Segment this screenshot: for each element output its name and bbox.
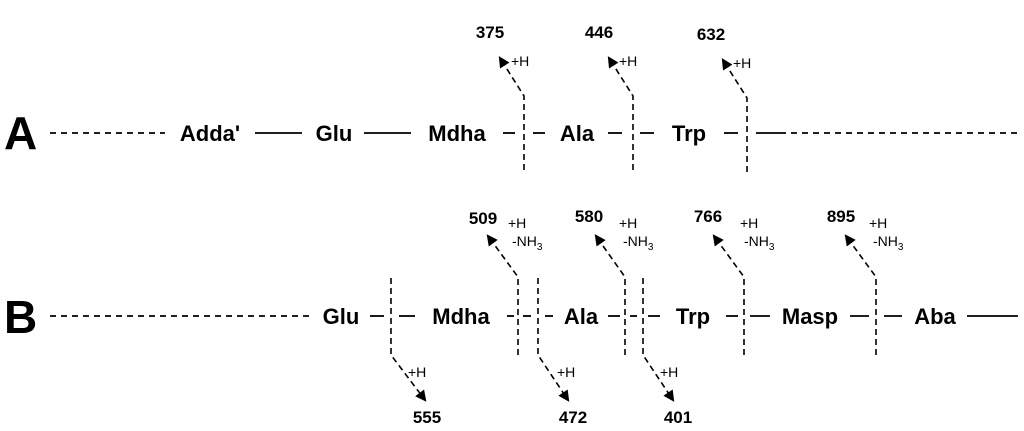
cleavage-marker: +H 401 xyxy=(642,278,692,427)
cleavage-marker: 895 +H -NH3 xyxy=(827,207,904,355)
fragment-mass: 766 xyxy=(694,207,722,226)
residue-aba: Aba xyxy=(914,304,956,329)
fragment-note: +H xyxy=(511,53,529,69)
fragment-mass: 895 xyxy=(827,207,855,226)
fragment-note: +H xyxy=(619,215,637,231)
fragment-mass: 401 xyxy=(664,408,692,427)
fragment-note: +H xyxy=(619,53,637,69)
fragment-note: +H xyxy=(557,364,575,380)
residue-glu: Glu xyxy=(316,121,353,146)
residue-glu: Glu xyxy=(323,304,360,329)
residue-mdha: Mdha xyxy=(432,304,490,329)
fragment-note: -NH3 xyxy=(744,233,775,253)
cleavage-marker: 446 +H xyxy=(585,23,637,170)
row-b: B Glu Mdha Ala Trp Masp Aba 509 +H -NH3 xyxy=(4,207,1018,427)
fragment-note: -NH3 xyxy=(873,233,904,253)
fragment-mass: 555 xyxy=(413,408,441,427)
cleavage-marker: 509 +H -NH3 xyxy=(469,209,543,355)
residue-ala: Ala xyxy=(560,121,595,146)
fragment-mass: 472 xyxy=(559,408,587,427)
fragment-note: +H xyxy=(869,215,887,231)
cleavage-marker: +H 555 xyxy=(390,278,441,427)
fragment-note: +H xyxy=(408,364,426,380)
fragment-note: +H xyxy=(740,215,758,231)
fragment-mass: 580 xyxy=(575,207,603,226)
fragment-mass: 509 xyxy=(469,209,497,228)
residue-adda: Adda' xyxy=(180,121,240,146)
fragment-mass: 375 xyxy=(476,23,504,42)
row-a-label: A xyxy=(4,107,37,159)
fragment-note: +H xyxy=(508,215,526,231)
cleavage-marker: 375 +H xyxy=(476,23,529,170)
residue-trp: Trp xyxy=(676,304,710,329)
fragment-mass: 632 xyxy=(697,25,725,44)
cleavage-marker: 766 +H -NH3 xyxy=(694,207,775,355)
cleavage-marker: 580 +H -NH3 xyxy=(575,207,654,355)
fragment-mass: 446 xyxy=(585,23,613,42)
residue-mdha: Mdha xyxy=(428,121,486,146)
cleavage-marker: +H 472 xyxy=(537,278,587,427)
cleavage-marker: 632 +H xyxy=(697,25,751,172)
fragment-note: -NH3 xyxy=(623,233,654,253)
fragment-note: +H xyxy=(733,55,751,71)
fragment-note: +H xyxy=(660,364,678,380)
residue-trp: Trp xyxy=(672,121,706,146)
fragment-note: -NH3 xyxy=(512,233,543,253)
row-b-label: B xyxy=(4,291,37,343)
residue-ala: Ala xyxy=(564,304,599,329)
residue-masp: Masp xyxy=(782,304,838,329)
row-a: A Adda' Glu Mdha Ala Trp 375 +H 446 +H xyxy=(4,23,1020,172)
